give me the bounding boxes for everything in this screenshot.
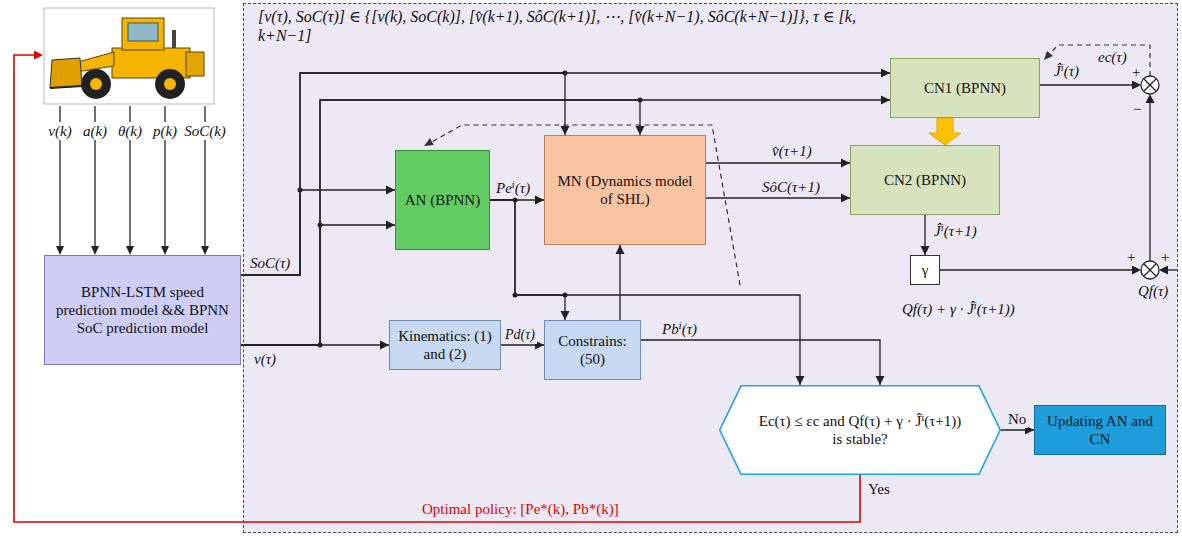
arrowhead xyxy=(535,196,544,205)
annotation-label: v(k) xyxy=(46,122,73,140)
annotation-label: + xyxy=(1130,63,1142,81)
arrowhead xyxy=(876,376,885,385)
arrowhead xyxy=(386,186,395,195)
region-fill xyxy=(243,3,1178,533)
signal-label: Peⁱ(τ) xyxy=(494,179,532,197)
annotation-label: Ĵⁱ(τ) xyxy=(1052,62,1081,80)
node-label: Updating AN and CN xyxy=(1041,412,1159,448)
signal-label: v̂(τ+1) xyxy=(770,142,814,160)
annotation-label: p(k) xyxy=(151,122,179,140)
annotation-label: Yes xyxy=(866,480,892,498)
connector xyxy=(641,340,885,385)
arrowhead xyxy=(636,126,645,135)
signal-label: No xyxy=(1006,410,1028,428)
training-dashed-lines xyxy=(430,45,1150,285)
connector xyxy=(241,341,389,350)
annotation-label: SoC(τ) xyxy=(248,254,292,272)
node-label: Kinematics: (1) and (2) xyxy=(396,327,494,363)
signal-label: Pd(τ) xyxy=(503,327,537,344)
actor-network-box: AN (BPNN) xyxy=(395,150,490,250)
arrowhead xyxy=(841,194,850,203)
rolling-horizon-region: [v(τ), SoC(τ)] ∈ {[v(k), SoC(k)], [v̂(k+… xyxy=(243,3,1178,533)
kinematics-box: Kinematics: (1) and (2) xyxy=(389,320,501,370)
connector xyxy=(241,186,395,276)
dashed-arrowhead xyxy=(424,138,434,146)
annotation-label: Qf(τ) + γ · Ĵⁱ(τ+1)) xyxy=(900,300,1017,318)
signal-label: Pbⁱ(τ) xyxy=(660,320,699,338)
node-label: MN (Dynamics model of SHL) xyxy=(553,172,697,208)
hexagon-outline xyxy=(719,385,1001,475)
arrowhead xyxy=(881,96,890,105)
critic-network-box: CN1 (BPNN) xyxy=(890,58,1040,118)
critic-network-box: CN2 (BPNN) xyxy=(850,145,1000,215)
annotation-label: Optimal policy: [Pe*(k), Pb*(k)] xyxy=(420,500,621,518)
annotation-label: ec(τ) xyxy=(1096,48,1129,66)
model-network-box: MN (Dynamics model of SHL) xyxy=(544,135,706,245)
node-label: AN (BPNN) xyxy=(405,191,480,209)
update-box: Updating AN and CN xyxy=(1034,405,1166,455)
wheel-loader-illustration xyxy=(44,8,214,104)
node-label: Ec(τ) ≤ εc and Qf(τ) + γ · Ĵⁱ(τ+1)) is s… xyxy=(754,412,966,448)
annotation-label: SoC(k) xyxy=(182,122,228,140)
node-label: BPNN-LSTM speed prediction model && BPNN… xyxy=(53,283,232,337)
connector xyxy=(921,215,930,255)
arrowhead xyxy=(386,221,395,230)
dashed-arrowhead xyxy=(1044,51,1053,60)
annotation-label: θ(k) xyxy=(116,122,144,140)
node-label: CN1 (BPNN) xyxy=(924,79,1006,97)
annotation-label: a(k) xyxy=(81,122,109,140)
prediction-model-box: BPNN-LSTM speed prediction model && BPNN… xyxy=(44,255,241,365)
annotation-label: v(τ) xyxy=(252,350,278,368)
node-label: Constrains: (50) xyxy=(551,332,634,368)
connector xyxy=(241,73,570,275)
connector xyxy=(241,221,395,346)
node-label: γ xyxy=(922,261,929,279)
constraints-box: Constrains: (50) xyxy=(544,320,641,380)
annotation-label: + xyxy=(1125,248,1137,266)
connector xyxy=(616,245,625,320)
arrowhead xyxy=(561,126,570,135)
arrowhead xyxy=(921,246,930,255)
arrowhead xyxy=(561,311,570,320)
annotation-label: + xyxy=(1159,248,1171,266)
horizon-formula: [v(τ), SoC(τ)] ∈ {[v(k), SoC(k)], [v̂(k+… xyxy=(258,7,858,45)
block-arrow xyxy=(929,118,961,145)
arrowhead xyxy=(380,341,389,350)
arrowhead xyxy=(841,159,850,168)
node-label: CN2 (BPNN) xyxy=(884,171,966,189)
arrowhead xyxy=(881,69,890,78)
signal-label: SôC(τ+1) xyxy=(760,178,822,196)
annotation-label: − xyxy=(1131,100,1143,118)
annotation-label: Qf(τ) xyxy=(1136,282,1170,300)
arrowhead xyxy=(796,376,805,385)
decision-hexagon: Ec(τ) ≤ εc and Qf(τ) + γ · Ĵⁱ(τ+1)) is s… xyxy=(719,385,1001,475)
discount-box: γ xyxy=(910,255,940,285)
arrowhead xyxy=(616,245,625,254)
signal-label: Ĵⁱ(τ+1) xyxy=(932,222,979,240)
connector xyxy=(241,96,890,346)
